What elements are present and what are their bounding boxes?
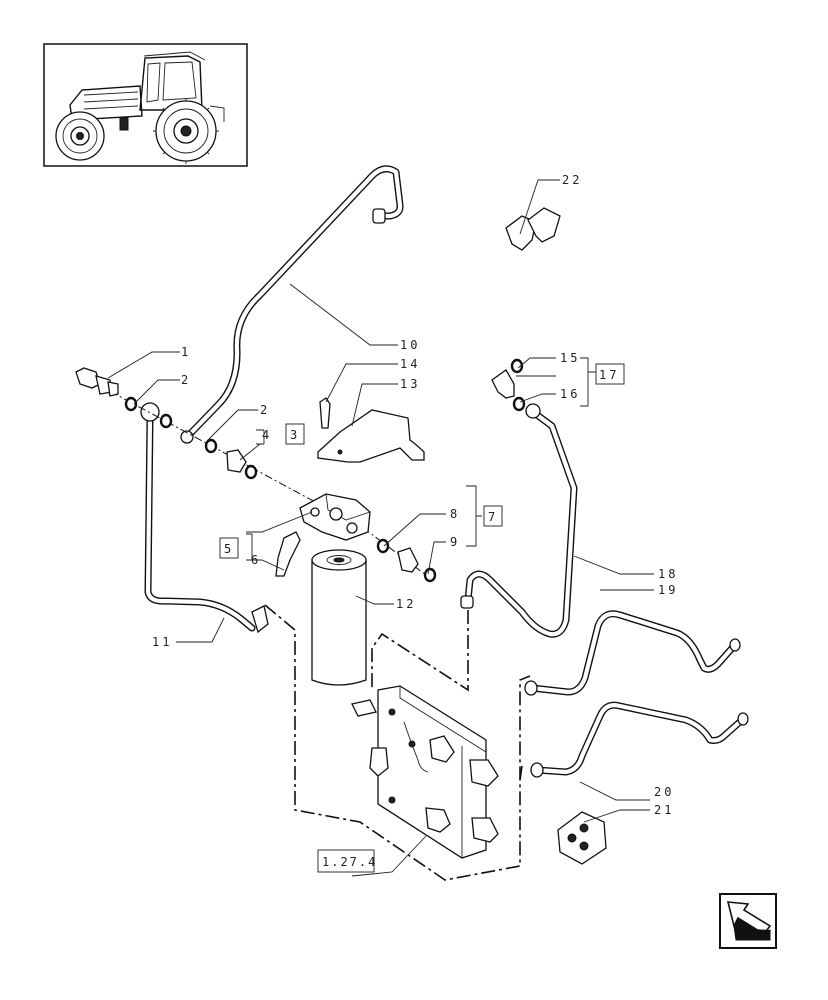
label-13: 13	[400, 377, 420, 391]
label-21: 21	[654, 803, 674, 817]
label-4: 4	[262, 428, 272, 442]
label-8: 8	[450, 507, 460, 521]
label-1: 1	[181, 345, 191, 359]
reference-label[interactable]: 1.27.4	[322, 855, 377, 869]
label-11: 11	[152, 635, 172, 649]
label-6: 6	[251, 553, 261, 567]
valve-body	[299, 493, 371, 541]
label-16: 16	[560, 387, 580, 401]
control-valve-block	[351, 685, 499, 859]
part-21-grommet	[557, 811, 607, 865]
tractor-thumbnail-icon[interactable]	[43, 43, 248, 167]
label-18: 18	[658, 567, 678, 581]
filter-cartridge	[311, 549, 367, 686]
label-14: 14	[400, 357, 420, 371]
label-17: 17	[599, 368, 619, 382]
label-9: 9	[450, 535, 460, 549]
label-5: 5	[224, 542, 234, 556]
label-19: 19	[658, 583, 678, 597]
label-12: 12	[396, 597, 416, 611]
label-10: 10	[400, 338, 420, 352]
label-3: 3	[290, 428, 300, 442]
next-page-arrow-icon[interactable]	[719, 893, 777, 949]
label-22: 22	[562, 173, 582, 187]
part-1-fitting	[75, 367, 119, 397]
label-7: 7	[488, 510, 498, 524]
label-2a: 2	[181, 373, 191, 387]
label-15: 15	[560, 351, 580, 365]
label-20: 20	[654, 785, 674, 799]
label-2b: 2	[260, 403, 270, 417]
